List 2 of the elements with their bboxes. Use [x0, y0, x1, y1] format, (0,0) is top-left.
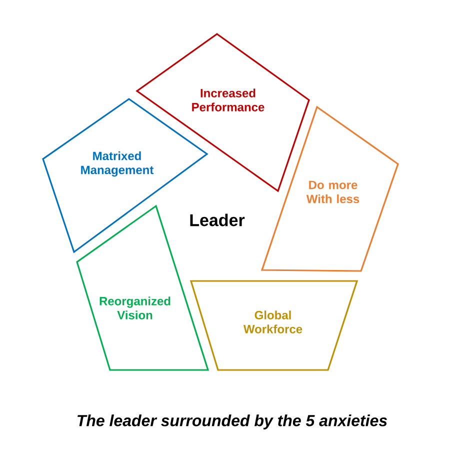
- caption: The leader surrounded by the 5 anxieties: [78, 414, 388, 430]
- center-label: Leader: [190, 214, 245, 226]
